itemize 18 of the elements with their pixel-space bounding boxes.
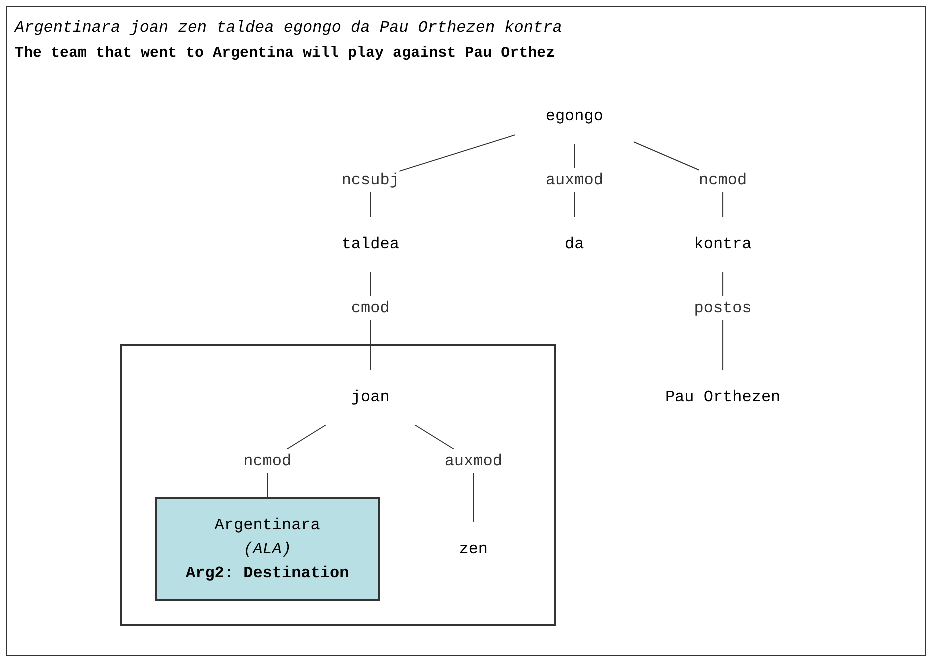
node-box: Argentinara (ALA) Arg2: Destination — [155, 498, 380, 602]
sentence-title: Argentinara joan zen taldea egongo da Pau Orthezen kontra — [15, 19, 564, 37]
edge-label: auxmod — [445, 452, 503, 470]
edge-label: auxmod — [546, 172, 604, 190]
edge-label: ncmod — [244, 452, 292, 470]
edge-label: ncmod — [699, 172, 748, 190]
node-text: joan — [352, 388, 390, 406]
edge-label: postos — [694, 300, 752, 318]
edge-label: cmod — [352, 300, 390, 318]
node-text: taldea — [342, 236, 400, 254]
node-text: da — [565, 236, 584, 254]
node-text: kontra — [694, 236, 752, 254]
node-text: Pau Orthezen — [666, 388, 781, 406]
cluster — [120, 344, 557, 626]
translation-caption: The team that went to Argentina will play against Pau Orthez — [15, 45, 556, 62]
node-text: zen — [459, 540, 488, 558]
node-text: egongo — [546, 108, 604, 126]
edge-label: ncsubj — [342, 172, 400, 190]
